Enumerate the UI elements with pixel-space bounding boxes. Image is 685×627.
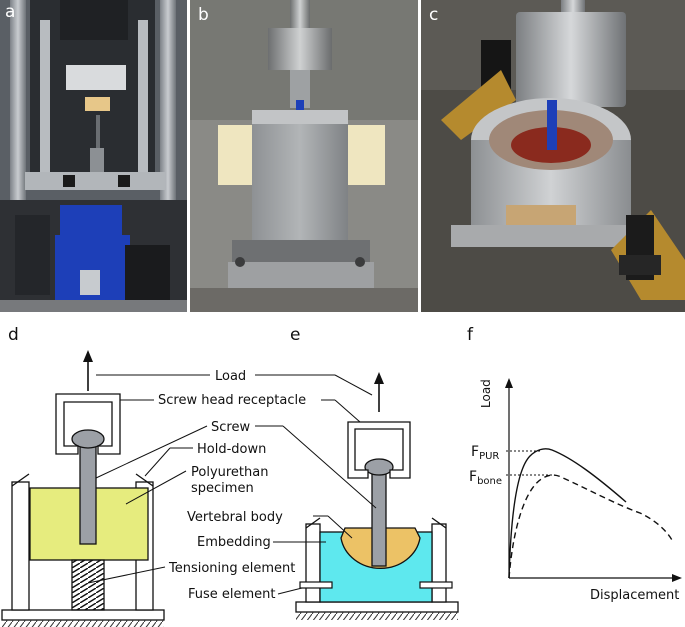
photo-panel-a: a (0, 0, 187, 312)
x-axis-arrow (672, 574, 682, 582)
photo-panel-c: c (421, 0, 685, 312)
label-fuse-element: Fuse element (188, 587, 276, 602)
vertebra-setup-photo (421, 0, 685, 312)
test-rig-photo (0, 0, 187, 312)
label-tensioning-element: Tensioning element (168, 561, 295, 576)
y-axis-arrow (505, 378, 513, 388)
photo-panel-b: b (190, 0, 418, 312)
load-arrow-d (83, 350, 93, 362)
base-plate-d (1, 609, 165, 621)
schematic-d (1, 350, 165, 627)
screw-head-receptacle-d (55, 393, 121, 455)
f-pur-label: FPUR (471, 444, 499, 462)
f-bone-label: Fbone (469, 469, 502, 487)
load-arrow-e (374, 372, 384, 384)
pur-curve (508, 448, 627, 579)
fuse-element-right (419, 581, 453, 589)
screw-head-receptacle-e (347, 421, 411, 479)
ground-hatch-e (296, 612, 458, 620)
screw-shaft-d (79, 441, 97, 545)
label-load: Load (215, 369, 246, 384)
hold-down-left (11, 481, 30, 611)
bone-curve (508, 474, 673, 579)
label-specimen: specimen (191, 481, 254, 496)
x-axis-label: Displacement (590, 588, 679, 603)
base-plate-e (295, 601, 459, 613)
label-embedding: Embedding (197, 535, 271, 550)
y-axis-label: Load (479, 379, 493, 408)
ground-hatch-d (2, 620, 164, 627)
annotations: Load Screw head receptacle Screw Hold-do… (87, 369, 377, 602)
post-left-e (305, 523, 321, 603)
polyurethane-setup-photo (190, 0, 418, 312)
label-screw: Screw (211, 420, 250, 435)
screw-head-d (71, 429, 105, 449)
label-polyurethan: Polyurethan (191, 465, 268, 480)
panel-label-b: b (198, 5, 209, 25)
tensioning-element (71, 559, 105, 611)
label-hold-down: Hold-down (197, 442, 266, 457)
load-displacement-plot: Load Displacement FPUR Fbone (469, 378, 682, 603)
label-screw-head-receptacle: Screw head receptacle (158, 393, 306, 408)
panel-label-d: d (8, 325, 19, 345)
schematic-diagrams: d e f (1, 325, 682, 627)
post-right-e (431, 523, 447, 603)
screw-shaft-e (371, 469, 387, 567)
panel-label-e: e (290, 325, 300, 345)
schematic-e (295, 372, 459, 620)
screw-head-e (364, 458, 394, 476)
label-vertebral-body: Vertebral body (187, 510, 283, 525)
panel-label-c: c (429, 5, 439, 25)
fuse-element-left (299, 581, 333, 589)
panel-label-f: f (467, 325, 474, 345)
panel-label-a: a (5, 2, 16, 22)
